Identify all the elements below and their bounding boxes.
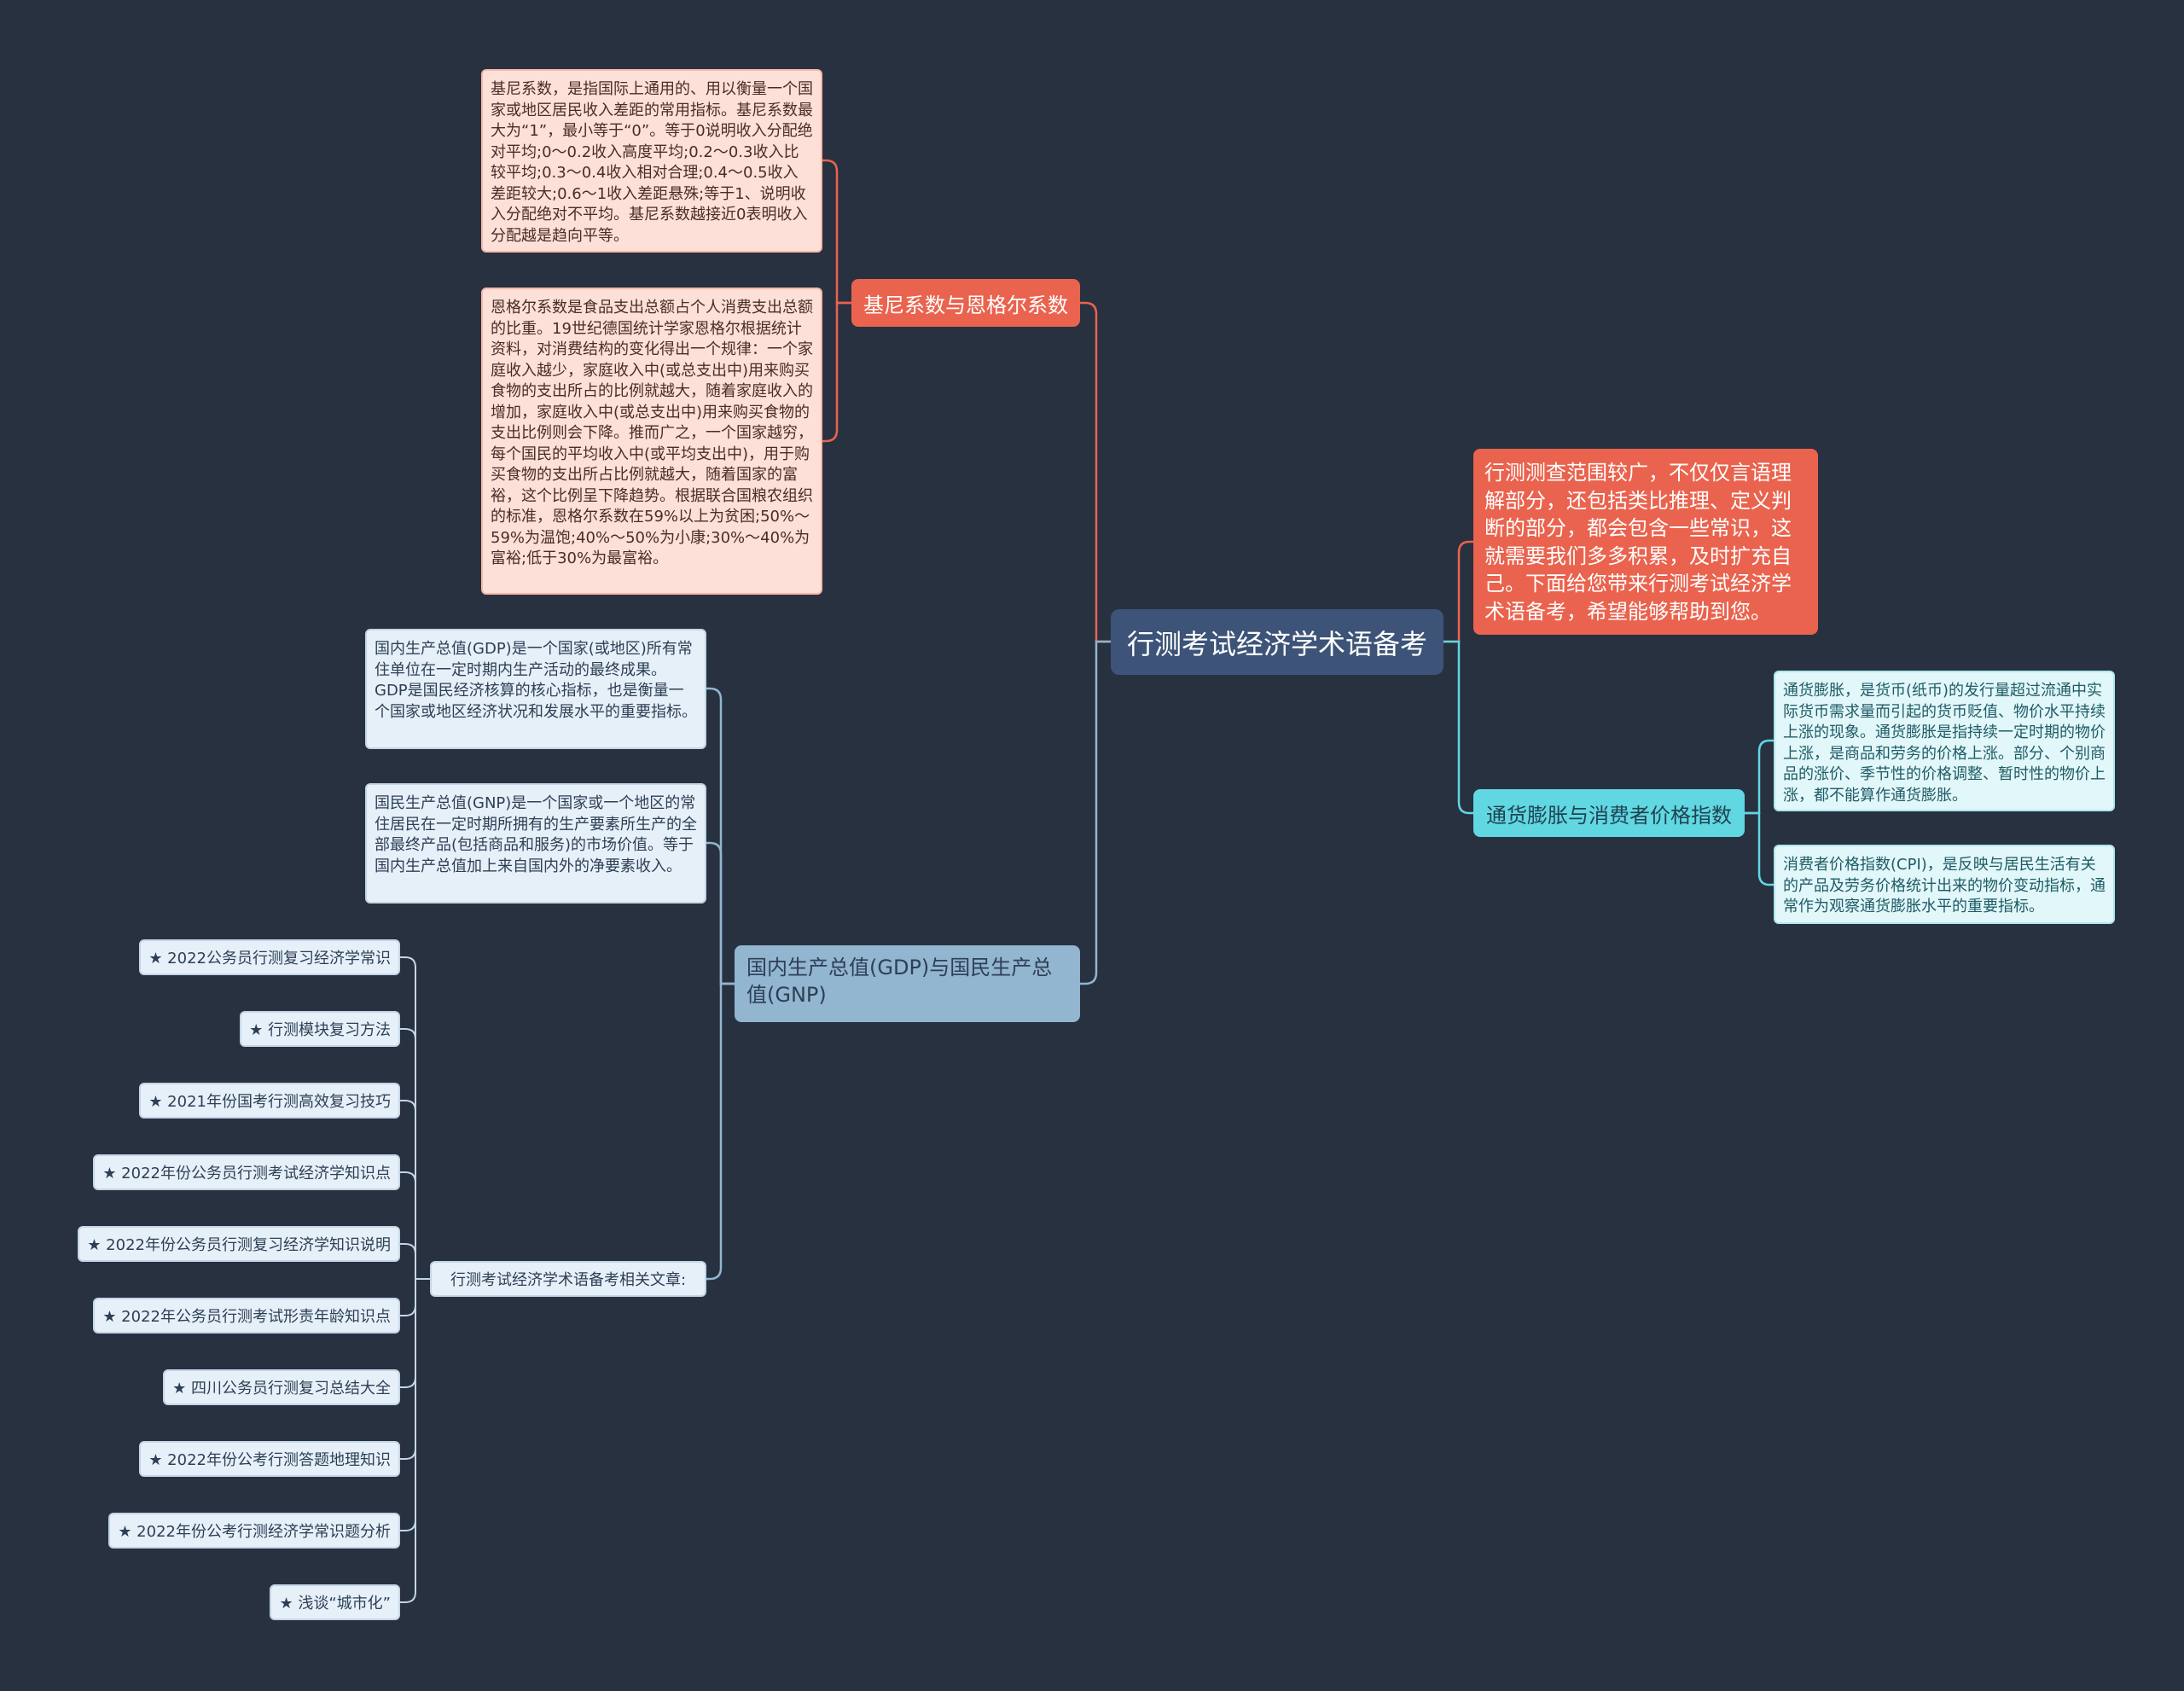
gini-coefficient-text: 基尼系数，是指国际上通用的、用以衡量一个国家或地区居民收入差距的常用指标。基尼系… [491, 80, 813, 245]
branch-gdp-gnp[interactable]: 国内生产总值(GDP)与国民生产总值(GNP) [735, 945, 1080, 1022]
root-topic-label: 行测考试经济学术语备考 [1126, 627, 1427, 660]
connector-gini-leaf [821, 159, 853, 305]
branch-gini-engel-label: 基尼系数与恩格尔系数 [863, 293, 1068, 317]
related-article-link[interactable]: ★ 浅谈“城市化” [270, 1584, 400, 1620]
branch-inflation-cpi-label: 通货膨胀与消费者价格指数 [1486, 803, 1732, 828]
branch-gini-engel[interactable]: 基尼系数与恩格尔系数 [851, 279, 1080, 327]
connector-cpi-leaf [1743, 811, 1775, 886]
connector-root-gdp [1078, 640, 1112, 985]
connector-root-gini [1078, 301, 1112, 643]
connector-gdp-leaf [705, 687, 736, 985]
cpi-text: 消费者价格指数(CPI)，是反映与居民生活有关的产品及劳务价格统计出来的物价变动… [1783, 856, 2106, 915]
related-article-link[interactable]: ★ 2021年份国考行测高效复习技巧 [139, 1083, 400, 1119]
related-article-link[interactable]: ★ 2022年份公务员行测考试经济学知识点 [93, 1154, 400, 1190]
gnp-text: 国民生产总值(GNP)是一个国家或一个地区的常住居民在一定时期所拥有的生产要素所… [375, 794, 697, 875]
intro-text: 行测测查范围较广，不仅仅言语理解部分，还包括类比推理、定义判断的部分，都会包含一… [1484, 461, 1792, 624]
engel-coefficient-text: 恩格尔系数是食品支出总额占个人消费支出总额的比重。19世纪德国统计学家恩格尔根据… [491, 299, 813, 567]
gini-coefficient-note[interactable]: 基尼系数，是指国际上通用的、用以衡量一个国家或地区居民收入差距的常用指标。基尼系… [481, 69, 822, 253]
gdp-text: 国内生产总值(GDP)是一个国家(或地区)所有常住单位在一定时期内生产活动的最终… [375, 640, 697, 721]
inflation-note[interactable]: 通货膨胀，是货币(纸币)的发行量超过流通中实际货币需求量而引起的货币贬值、物价水… [1774, 671, 2115, 811]
root-topic[interactable]: 行测考试经济学术语备考 [1111, 609, 1443, 675]
engel-coefficient-note[interactable]: 恩格尔系数是食品支出总额占个人消费支出总额的比重。19世纪德国统计学家恩格尔根据… [481, 288, 822, 595]
cpi-note[interactable]: 消费者价格指数(CPI)，是反映与居民生活有关的产品及劳务价格统计出来的物价变动… [1774, 845, 2115, 924]
connector-engel-leaf [821, 301, 853, 443]
related-article-link[interactable]: ★ 2022公务员行测复习经济学常识 [139, 939, 400, 975]
connector-gnp-leaf [705, 841, 736, 985]
related-articles-node[interactable]: 行测考试经济学术语备考相关文章: [430, 1261, 706, 1297]
connector-root-intro [1442, 540, 1475, 643]
related-article-link[interactable]: ★ 2022年份公务员行测复习经济学知识说明 [78, 1226, 400, 1262]
branch-inflation-cpi[interactable]: 通货膨胀与消费者价格指数 [1473, 789, 1745, 837]
gnp-note[interactable]: 国民生产总值(GNP)是一个国家或一个地区的常住居民在一定时期所拥有的生产要素所… [365, 783, 706, 904]
branch-gdp-gnp-label: 国内生产总值(GDP)与国民生产总值(GNP) [746, 956, 1053, 1007]
connector-root-inflation [1442, 640, 1475, 815]
related-article-link[interactable]: ★ 四川公务员行测复习总结大全 [163, 1369, 400, 1405]
intro-topic[interactable]: 行测测查范围较广，不仅仅言语理解部分，还包括类比推理、定义判断的部分，都会包含一… [1473, 449, 1818, 635]
connector-related-node [705, 982, 736, 1281]
gdp-note[interactable]: 国内生产总值(GDP)是一个国家(或地区)所有常住单位在一定时期内生产活动的最终… [365, 629, 706, 749]
related-article-link[interactable]: ★ 2022年份公考行测答题地理知识 [139, 1441, 400, 1477]
related-article-link[interactable]: ★ 2022年份公考行测经济学常识题分析 [108, 1513, 400, 1549]
inflation-text: 通货膨胀，是货币(纸币)的发行量超过流通中实际货币需求量而引起的货币贬值、物价水… [1783, 682, 2106, 805]
related-article-link[interactable]: ★ 行测模块复习方法 [240, 1011, 400, 1047]
connector-inflation-leaf [1743, 739, 1775, 815]
related-article-link[interactable]: ★ 2022年公务员行测考试形责年龄知识点 [93, 1298, 400, 1334]
related-articles-label: 行测考试经济学术语备考相关文章: [450, 1271, 687, 1289]
